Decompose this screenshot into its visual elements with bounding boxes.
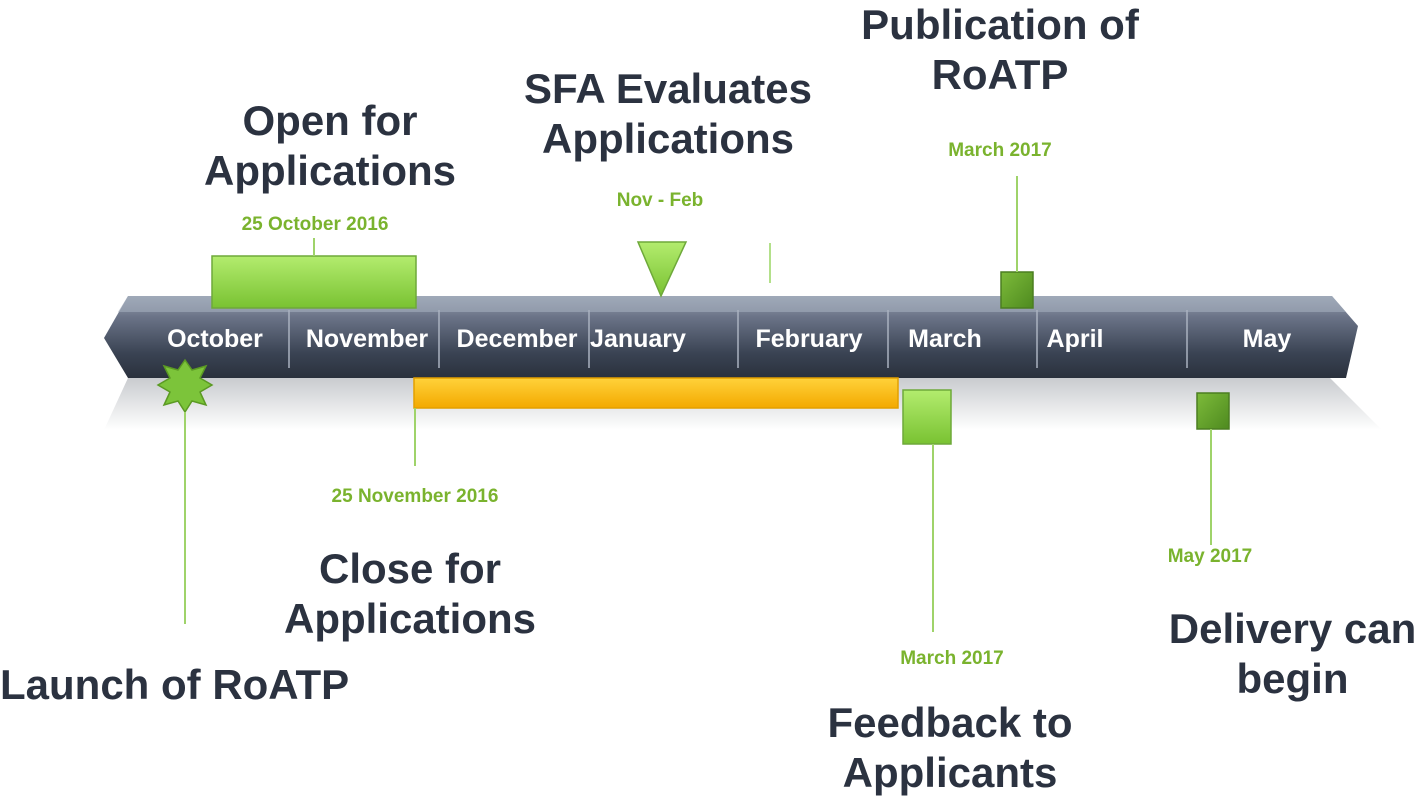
publication-date: March 2017 [948, 140, 1052, 161]
open-connector-line [313, 238, 315, 256]
evaluation-period-bar [413, 377, 899, 409]
open-period-bar [211, 255, 417, 309]
feedback-date: March 2017 [900, 648, 1004, 669]
publication-connector-line [1016, 176, 1018, 272]
feedback-marker [902, 389, 952, 445]
publication-marker [1000, 271, 1034, 309]
close-title-text: Close for Applications [283, 545, 537, 642]
delivery-title-text: Delivery can begin [1168, 605, 1417, 702]
month-dividers [288, 310, 1188, 368]
month-label-december: December [456, 325, 578, 353]
feedback-connector-line [932, 444, 934, 632]
evaluate-marker [636, 241, 688, 298]
launch-connector-line [184, 412, 186, 624]
evaluate-title: SFA Evaluates Applications [508, 64, 828, 164]
feedback-title: Feedback to Applicants [800, 698, 1100, 798]
feedback-title-text: Feedback to Applicants [827, 699, 1073, 796]
evaluate-title-text: SFA Evaluates Applications [524, 65, 812, 162]
close-connector-line [414, 408, 416, 466]
delivery-title: Delivery can begin [1160, 604, 1425, 704]
month-label-april: April [1046, 325, 1104, 353]
delivery-date: May 2017 [1167, 546, 1253, 567]
month-label-january: January [590, 325, 686, 353]
open-title-text: Open for Applications [203, 97, 457, 194]
delivery-connector-line [1210, 429, 1212, 545]
close-title: Close for Applications [260, 544, 560, 644]
launch-star-icon [156, 358, 214, 414]
timeline-bar [104, 296, 1358, 378]
launch-title: Launch of RoATP [0, 661, 350, 708]
month-label-march: March [908, 325, 982, 353]
publication-title-text: Publication of RoATP [861, 1, 1139, 98]
timeline-bar-highlight [118, 296, 1346, 312]
evaluate-date: Nov - Feb [616, 190, 704, 211]
month-label-november: November [305, 325, 429, 353]
open-title: Open for Applications [180, 96, 480, 196]
open-date: 25 October 2016 [241, 214, 389, 235]
delivery-marker [1196, 392, 1230, 430]
month-label-october: October [167, 325, 263, 353]
publication-title: Publication of RoATP [850, 0, 1150, 100]
month-label-may: May [1242, 325, 1292, 353]
close-date: 25 November 2016 [331, 486, 499, 507]
month-label-february: February [755, 325, 863, 353]
